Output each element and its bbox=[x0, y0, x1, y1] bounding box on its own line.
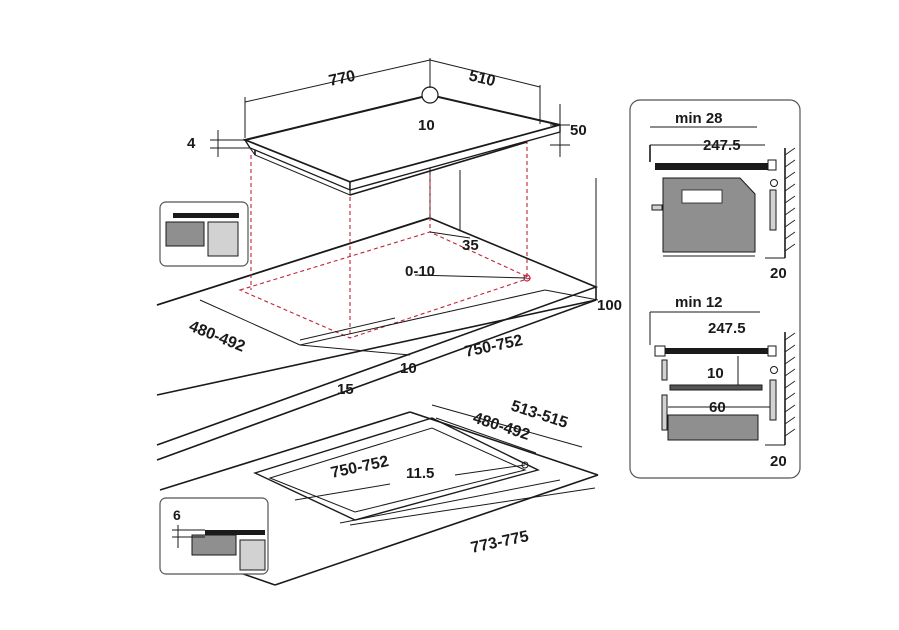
flush-detail-inset bbox=[159, 497, 269, 575]
flush-dimension-lines bbox=[294, 404, 596, 526]
hob-corner-label: 10 bbox=[418, 117, 435, 134]
oven-depth-label: 247.5 bbox=[703, 137, 741, 154]
cutout-width-label: 750-752 bbox=[463, 332, 524, 361]
oven-min-label: min 28 bbox=[675, 110, 723, 127]
hob-height-label: 50 bbox=[570, 122, 587, 139]
flush-outer-width-label: 773-775 bbox=[469, 528, 530, 557]
hob-thickness-label: 4 bbox=[187, 135, 196, 152]
hob-depth-label: 510 bbox=[467, 67, 497, 90]
cutout-front-b-label: 10 bbox=[400, 360, 417, 377]
drawer-min-label: min 12 bbox=[675, 294, 723, 311]
cutout-front-a-label: 15 bbox=[337, 381, 354, 398]
hob-dimension-lines bbox=[210, 58, 570, 157]
oven-wall-label: 20 bbox=[770, 265, 787, 282]
hob-body bbox=[241, 86, 561, 196]
drawer-depth-label: 247.5 bbox=[708, 320, 746, 337]
wall-hatch-lower bbox=[784, 332, 796, 437]
cutout-tolerance-label: 0-10 bbox=[405, 263, 435, 280]
wall-hatch-upper bbox=[784, 147, 796, 252]
flush-radius-label: 11.5 bbox=[406, 465, 434, 482]
hob-installation-view: 770 510 4 50 10 480-492 750-752 35 0-10 … bbox=[156, 58, 622, 461]
hob-width-label: 770 bbox=[327, 68, 357, 90]
oven-section bbox=[649, 126, 796, 259]
drawer-gap-label: 10 bbox=[707, 365, 724, 382]
cutout-back-offset-label: 35 bbox=[462, 237, 479, 254]
drawer-clearance-label: 60 bbox=[709, 399, 726, 416]
cutout-wall-min-label: 100 bbox=[597, 297, 622, 314]
flush-recess-label: 6 bbox=[173, 507, 181, 523]
flush-mount-view: 513-515 480-492 750-752 11.5 773-775 6 bbox=[159, 398, 599, 586]
drawer-wall-label: 20 bbox=[770, 453, 787, 470]
cutout-dimension-lines bbox=[199, 231, 599, 356]
worktop-lower bbox=[159, 411, 599, 586]
corner-marker-icon bbox=[421, 86, 439, 104]
standard-mount-inset bbox=[159, 201, 249, 267]
drawer-section bbox=[649, 311, 796, 446]
cutout-depth-label: 480-492 bbox=[187, 318, 248, 356]
section-details-panel: min 28 247.5 20 bbox=[629, 99, 801, 479]
